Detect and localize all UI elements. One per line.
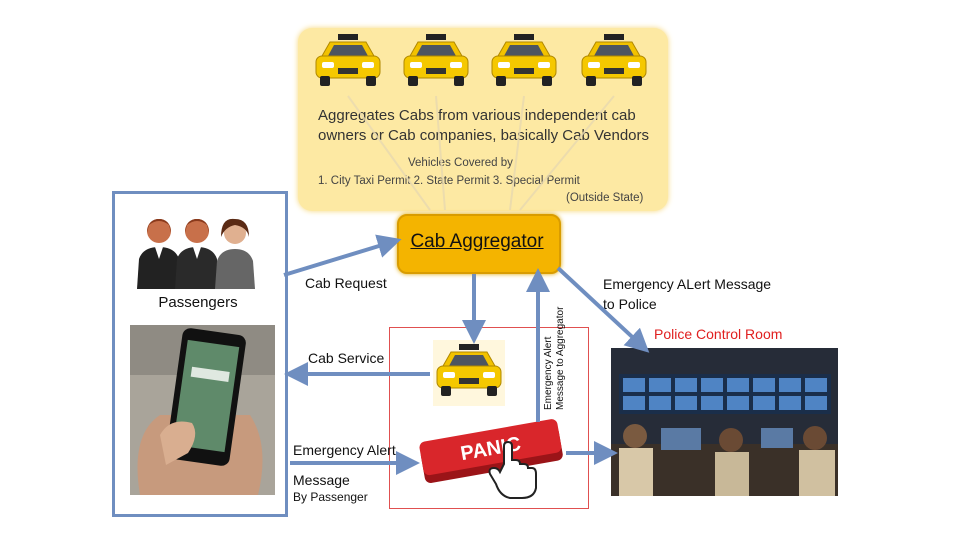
vendor-feed-line: [510, 96, 524, 210]
alert-to-police-arrow: [558, 268, 642, 346]
vendor-feed-line: [348, 96, 430, 210]
vendor-feed-line: [436, 96, 445, 210]
vendor-feed-line: [520, 96, 614, 210]
cab-request-arrow: [284, 242, 392, 275]
